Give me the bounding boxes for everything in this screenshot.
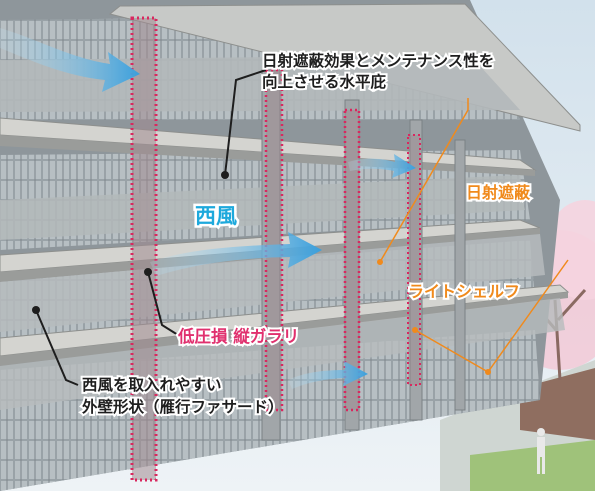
west-wind-label: 西風 <box>193 201 240 230</box>
shelf-title-line1: 日射遮蔽効果とメンテナンス性を <box>260 50 496 72</box>
lawn <box>470 440 595 491</box>
wind-arrows <box>0 28 416 389</box>
vertical-louvers <box>130 16 421 482</box>
low-pressure-louver-label: 低圧損 縦ガラリ <box>176 325 301 348</box>
facade-label-line2: 外壁形状（雁行ファサード） <box>80 396 286 418</box>
light-shelf-label: ライトシェルフ <box>406 280 522 303</box>
black-leaders <box>35 69 267 386</box>
sun-shading-label: 日射遮蔽 <box>464 181 532 204</box>
shelf-title-line2: 向上させる水平庇 <box>260 71 388 93</box>
pedestrian <box>537 428 545 474</box>
orange-leaders <box>379 98 569 373</box>
facade-label-line1: 西風を取入れやすい <box>80 374 224 396</box>
